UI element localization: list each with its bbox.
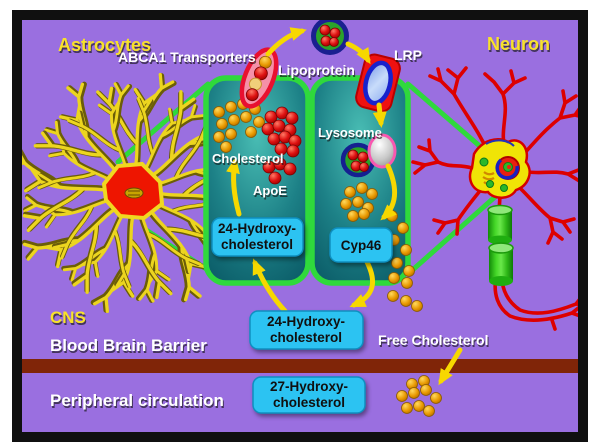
arrow-free-cholesterol [438, 347, 463, 386]
abca1-transporters-label: ABCA1 Transporters [118, 49, 256, 65]
astrocyte-cell-icon [22, 75, 256, 312]
cholesterol-metabolism-diagram: 24-Hydroxy- cholesterol Cyp46 24-Hydroxy… [22, 20, 578, 432]
peripheral-27oh-box: 27-Hydroxy- cholesterol [252, 376, 366, 414]
myelin-segment-icon [488, 242, 514, 287]
lipoprotein-label: Lipoprotein [278, 62, 355, 78]
arrow-bbb24oh-to-astrocyte [252, 258, 288, 314]
neuron-dendrites [411, 66, 578, 245]
astrocytes-title: Astrocytes [58, 35, 151, 55]
arrow-neuron-to-bbb24oh [349, 259, 376, 308]
peripheral-circulation-label: Peripheral circulation [50, 391, 224, 410]
axon-terminals [493, 275, 578, 331]
blood-brain-barrier-bar [22, 359, 578, 373]
astrocyte-24oh-box: 24-Hydroxy- cholesterol [211, 217, 304, 257]
neuron-cell-icon [411, 66, 578, 331]
figure-frame: 24-Hydroxy- cholesterol Cyp46 24-Hydroxy… [12, 10, 588, 442]
arrow-lrp-to-lysosome [372, 102, 387, 128]
arrow-24oh-to-cholesterol [226, 157, 242, 217]
lysosome-icon [367, 133, 397, 169]
arrow-lipoprotein-to-lrp [345, 41, 371, 65]
lrp-label: LRP [394, 47, 422, 63]
astrocyte-24oh-line2: cholesterol [221, 237, 293, 252]
free-cholesterol-dots-peripheral [396, 375, 442, 417]
cns-label: CNS [50, 308, 86, 327]
bbb-24oh-line1: 24-Hydroxy- [267, 314, 345, 329]
peripheral-27oh-line2: cholesterol [273, 395, 345, 410]
peripheral-27oh-line1: 27-Hydroxy- [270, 379, 348, 394]
lrp-receptor-icon [355, 53, 401, 113]
apoe-label: ApoE [253, 183, 287, 198]
arrow-lysosome-to-cyp46 [380, 163, 398, 221]
lipoprotein-particle-icon [311, 20, 349, 55]
cholesterol-label: Cholesterol [212, 151, 284, 166]
cyp46-label: Cyp46 [341, 238, 382, 253]
bbb-24oh-line2: cholesterol [270, 330, 342, 345]
cholesterol-dots-neuron [340, 182, 378, 222]
arrow-transporter-to-lipoprotein [265, 27, 307, 57]
blood-brain-barrier-label: Blood Brain Barrier [50, 336, 207, 355]
apoe-dots-astrocyte [261, 106, 302, 185]
lysosome-label: Lysosome [318, 125, 382, 140]
free-cholesterol-label: Free Cholesterol [378, 332, 488, 348]
neuron-title: Neuron [487, 34, 550, 54]
cyp46-box: Cyp46 [329, 227, 393, 263]
bbb-24oh-box: 24-Hydroxy- cholesterol [249, 310, 364, 350]
myelin-segment-icon [487, 204, 513, 246]
astrocyte-24oh-line1: 24-Hydroxy- [218, 221, 296, 236]
flow-arrows [226, 27, 463, 386]
